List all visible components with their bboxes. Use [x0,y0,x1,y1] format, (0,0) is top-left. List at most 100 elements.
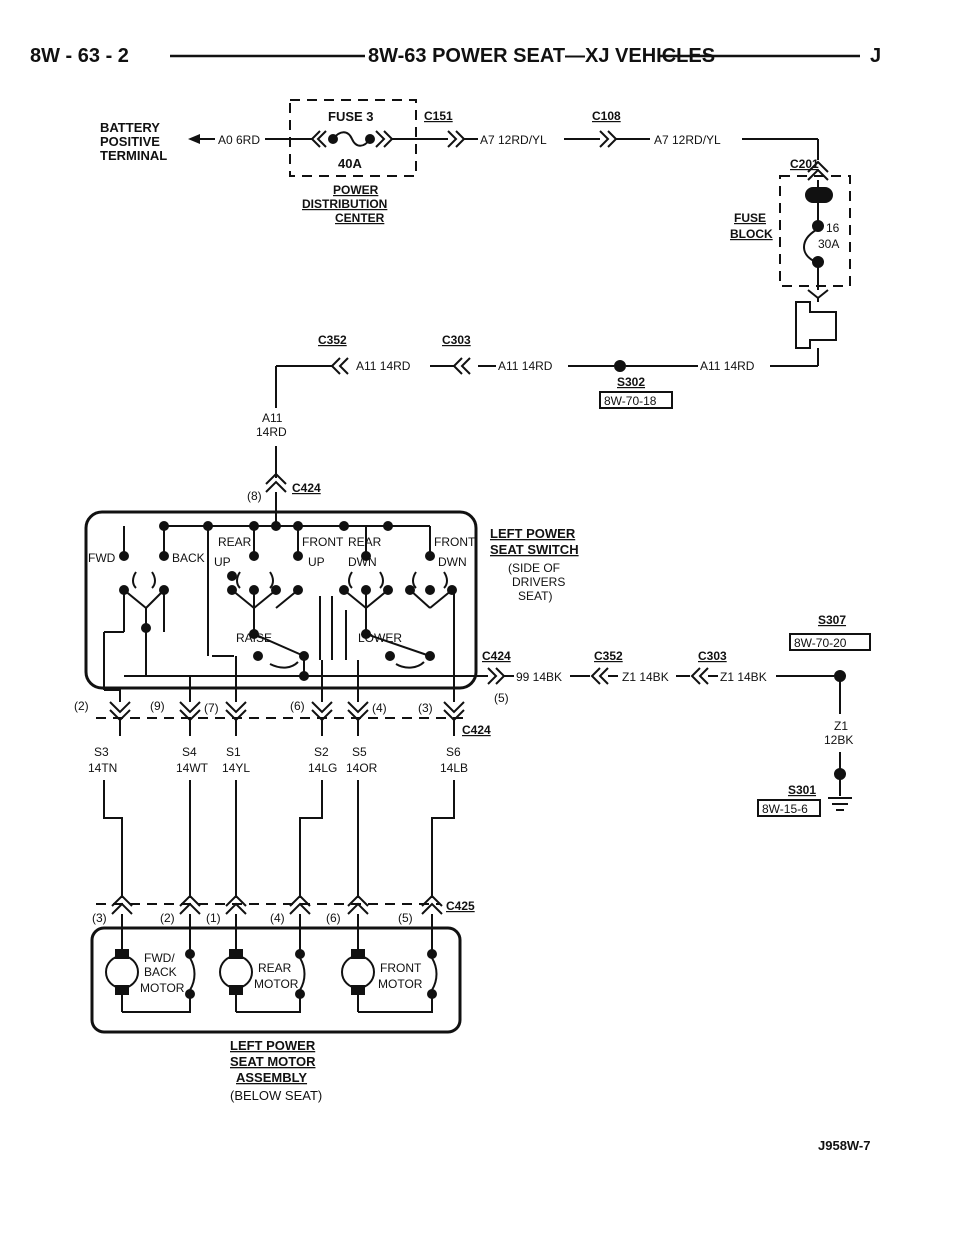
connector-c151-icon [447,130,466,148]
svg-text:POWER: POWER [333,183,379,197]
switch-label-raise: RAISE [236,631,272,645]
fuse-block-fuse-rating: 30A [818,237,839,251]
connector-c425-label: C425 [446,899,475,913]
connector-c425-pin-icons [111,894,443,915]
ref-s301-box [757,799,821,817]
svg-text:BLOCK: BLOCK [730,227,773,241]
svg-text:(BELOW SEAT): (BELOW SEAT) [230,1088,322,1103]
wire-z1-label-1: Z1 14BK [622,670,669,684]
ground-icon [828,797,852,811]
switch-label-up-2: UP [308,555,325,569]
svg-text:(3): (3) [418,701,433,715]
connector-c424-pin5-icon [487,667,506,685]
motor-rear-label: REAR MOTOR [254,961,299,991]
svg-text:(4): (4) [372,701,387,715]
svg-text:(2): (2) [160,911,175,925]
svg-text:SEAT): SEAT) [518,589,552,603]
connector-c303-label: C303 [442,333,471,347]
wire-z1-label-2: Z1 14BK [720,670,767,684]
motor-front-icon [341,949,438,1013]
pdc-name: POWER DISTRIBUTION CENTER [302,183,387,225]
connector-c424-label-bottom: C424 [462,723,491,737]
fuse-block-fuse-number: 16 [826,221,840,235]
switch-label-rear-2: REAR [348,535,382,549]
svg-text:SEAT SWITCH: SEAT SWITCH [490,542,579,557]
pdc-fuse-label: FUSE 3 [328,109,374,124]
ref-s302-box [599,391,673,409]
svg-text:ASSEMBLY: ASSEMBLY [236,1070,307,1085]
figure-id: J958W-7 [818,1138,871,1153]
splice-s302-dot [614,360,626,372]
c424-pin-8: (8) [247,489,262,503]
header: 8W - 63 - 2 8W-63 POWER SEAT—XJ VEHICLES… [30,45,881,67]
switch-label-lower: LOWER [358,631,402,645]
splice-s302-label: S302 [617,375,645,389]
connector-c352-label: C352 [318,333,347,347]
seat-motor-assembly-box [90,926,462,1034]
svg-text:CENTER: CENTER [335,211,385,225]
switch-label-front-1: FRONT [302,535,344,549]
svg-text:(4): (4) [270,911,285,925]
svg-text:(5): (5) [398,911,413,925]
svg-text:LEFT POWER: LEFT POWER [490,526,576,541]
svg-text:SEAT MOTOR: SEAT MOTOR [230,1054,316,1069]
circuit-s3-code: S3 [94,745,109,759]
circuit-s1-code: S1 [226,745,241,759]
svg-text:FUSE: FUSE [734,211,766,225]
svg-text:FWD/: FWD/ [144,951,175,965]
connector-c108-icon [599,130,618,148]
switch-label-dwn-1: DWN [348,555,377,569]
battery-label: BATTERY POSITIVE TERMINAL [100,120,167,163]
circuit-s6-color: 14LB [440,761,468,775]
motor-fwd-back-label: FWD/ BACK MOTOR [140,951,185,995]
c424-pin-labels: (2) (9) (7) (6) (4) (3) [74,699,433,715]
connector-c201-icon [807,160,829,181]
svg-text:FRONT: FRONT [380,961,422,975]
wire-a7-label-2: A7 12RD/YL [654,133,721,147]
splice-s307-label: S307 [818,613,846,627]
c425-pin-labels: (3) (2) (1) (4) (6) (5) [92,911,413,925]
switch-label-dwn-2: DWN [438,555,467,569]
connector-c303-icon-2 [690,667,709,685]
seat-motor-assembly-title: LEFT POWER SEAT MOTOR ASSEMBLY (BELOW SE… [230,1038,322,1103]
svg-text:(3): (3) [92,911,107,925]
svg-text:MOTOR: MOTOR [254,977,299,991]
circuit-breaker-icon [795,298,837,366]
svg-text:MOTOR: MOTOR [378,977,423,991]
switch-label-back: BACK [172,551,205,565]
connector-c424-pin8-icon [265,472,287,493]
wire-a7-label-1: A7 12RD/YL [480,133,547,147]
wire-z1-vertical-label: Z1 [834,719,848,733]
circuit-s3-color: 14TN [88,761,117,775]
header-page-number: 8W - 63 - 2 [30,45,129,67]
connector-c108-label: C108 [592,109,621,123]
header-title: 8W-63 POWER SEAT—XJ VEHICLES [368,45,715,67]
pdc-fuse-rating: 40A [338,156,362,171]
ref-s307-text: 8W-70-20 [794,636,847,650]
svg-text:(2): (2) [74,699,89,713]
ref-s307-box [789,633,871,651]
circuit-s5-code: S5 [352,745,367,759]
wire-a11-label-3: A11 14RD [700,359,755,373]
header-section-letter: J [870,45,881,67]
wire-a11-vertical-label: A11 [262,411,283,425]
svg-text:(6): (6) [326,911,341,925]
c424-pin-5: (5) [494,691,509,705]
wire-a11-vertical-color: 14RD [256,425,287,439]
circuit-s6-code: S6 [446,745,461,759]
motor-fwd-back-icon [105,949,196,1013]
switch-internal-wiring [104,512,476,681]
svg-text:(7): (7) [204,701,219,715]
connector-c352-icon [330,357,349,375]
switch-title: LEFT POWER SEAT SWITCH (SIDE OF DRIVERS … [490,526,579,603]
circuit-s1-color: 14YL [222,761,250,775]
circuit-s2-color: 14LG [308,761,337,775]
connector-c352-icon-2 [590,667,609,685]
ref-s301-text: 8W-15-6 [762,802,808,816]
harness-wires [103,720,455,898]
battery-arrow-icon [188,134,200,144]
circuit-s4-color: 14WT [176,761,209,775]
svg-text:REAR: REAR [258,961,292,975]
circuit-s5-color: 14OR [346,761,378,775]
